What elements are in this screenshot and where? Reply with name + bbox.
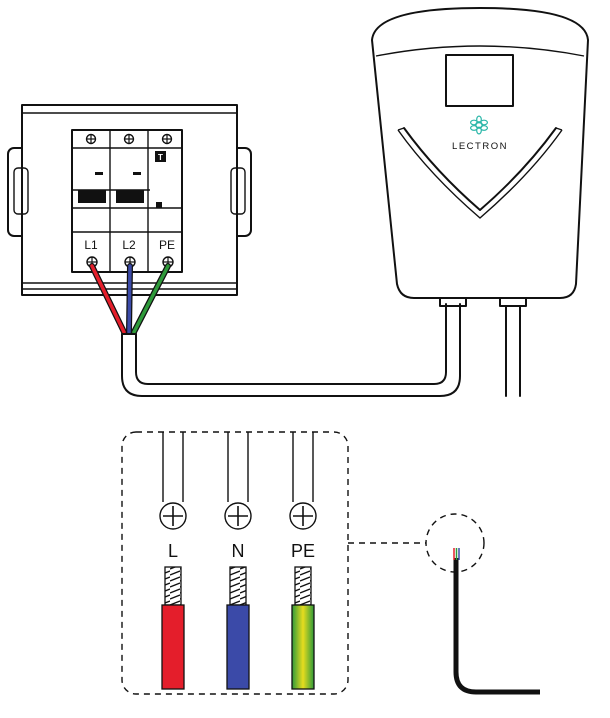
lectron-logo-icon	[470, 115, 489, 135]
breaker-top-screw-icon	[123, 133, 135, 145]
breaker-terminal-label-pe: PE	[159, 238, 175, 252]
terminal-screw-pe-icon	[289, 502, 317, 530]
wire-earth	[291, 604, 315, 690]
terminal-screw-n-icon	[224, 502, 252, 530]
test-button-label: T	[158, 153, 163, 162]
breaker-top-screw-icon	[85, 133, 97, 145]
wire-live	[161, 604, 185, 690]
breaker-terminal-label-l2: L2	[122, 238, 136, 252]
ev-charger: LECTRON	[371, 7, 589, 397]
charger-display	[445, 54, 514, 107]
terminal-label-n: N	[232, 541, 245, 561]
breaker-lever	[116, 190, 144, 203]
detail-input-cables	[162, 432, 314, 502]
breaker-wires	[89, 263, 171, 335]
terminal-label-pe: PE	[291, 541, 315, 561]
cable-end	[453, 548, 540, 695]
terminal-detail-box	[121, 431, 349, 695]
test-button	[155, 151, 166, 162]
supply-cable	[121, 303, 461, 397]
circuit-breaker: T L1 L2 PE	[71, 129, 183, 273]
terminal-label-l: L	[168, 541, 178, 561]
breaker-top-screw-icon	[161, 133, 173, 145]
breaker-lever	[78, 190, 106, 203]
charging-cable	[505, 305, 521, 397]
charger-brand: LECTRON	[452, 141, 508, 152]
stripped-conductors	[164, 566, 312, 606]
terminal-screw-l-icon	[159, 502, 187, 530]
breaker-terminal-label-l1: L1	[84, 238, 98, 252]
wire-neutral	[226, 604, 250, 690]
